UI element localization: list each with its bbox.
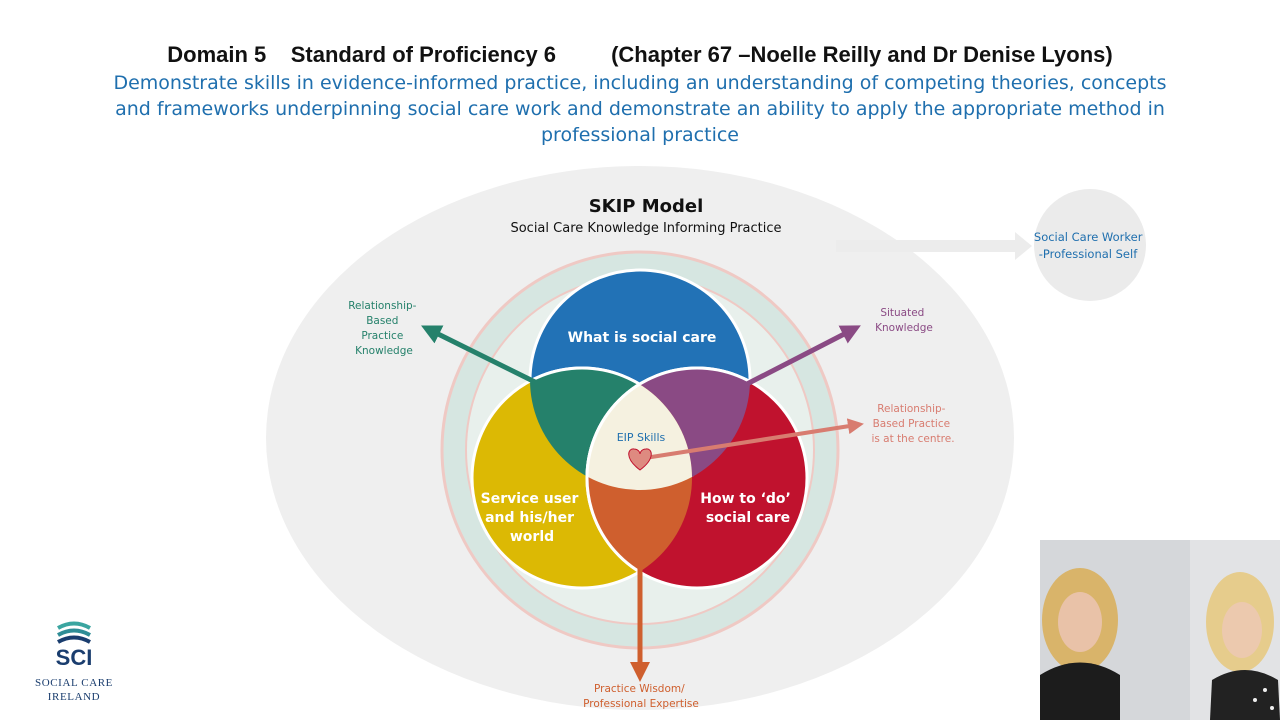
center-label: EIP Skills xyxy=(617,431,666,444)
logo-initials: SCI xyxy=(55,645,93,670)
professional-self-arrow-shaft xyxy=(836,240,1022,252)
annotation-line: Professional Expertise xyxy=(583,698,699,710)
arrow-relationship-knowledge xyxy=(421,325,537,385)
top-circle-label: What is social care xyxy=(568,330,717,346)
subtitle-line: Demonstrate skills in evidence-informed … xyxy=(113,72,1167,94)
right-label-line: How to ‘do’ xyxy=(700,491,791,507)
standard-label: Standard of Proficiency 6 xyxy=(290,42,557,67)
left-circle-label: Service user and his/her world xyxy=(481,491,584,545)
slide-subtitle: Demonstrate skills in evidence-informed … xyxy=(90,70,1190,148)
annotation-line: Relationship- xyxy=(877,403,945,415)
annotation-line: Relationship- xyxy=(348,300,416,312)
left-label-line: and his/her xyxy=(485,510,574,526)
professional-self-label: Social Care Worker -Professional Self xyxy=(1034,230,1146,261)
left-label-line: Service user xyxy=(481,491,579,507)
annotation-line: Practice Wisdom/ xyxy=(594,683,685,695)
heart-icon xyxy=(628,448,652,471)
left-label-line: world xyxy=(510,529,554,545)
annotation-line: Based xyxy=(366,315,398,327)
relationship-knowledge-label: Relationship- Based Practice Knowledge xyxy=(348,300,420,357)
annotation-line: Situated xyxy=(880,307,924,319)
annotation-line: -Professional Self xyxy=(1039,247,1138,261)
annotation-line: Practice xyxy=(361,330,403,342)
chapter-label: (Chapter 67 –Noelle Reilly and Dr Denise… xyxy=(611,42,1113,67)
subtitle-line: and frameworks underpinning social care … xyxy=(115,98,1165,120)
practice-wisdom-label: Practice Wisdom/ Professional Expertise xyxy=(583,683,699,710)
domain-label: Domain 5 xyxy=(167,42,267,67)
relationship-centre-label: Relationship- Based Practice is at the c… xyxy=(871,403,954,445)
right-circle-label: How to ‘do’ social care xyxy=(700,491,795,526)
slide-title: Domain 5 Standard of Proficiency 6 (Chap… xyxy=(0,40,1280,70)
diagram-subtitle: Social Care Knowledge Informing Practice xyxy=(510,221,781,236)
subtitle-line: professional practice xyxy=(541,124,739,146)
arrow-situated-knowledge xyxy=(743,325,861,388)
right-label-line: social care xyxy=(706,510,790,526)
presenters-video[interactable] xyxy=(1040,540,1280,720)
annotation-line: is at the centre. xyxy=(871,433,954,445)
social-care-ireland-logo: SCI SOCIAL CARE IRELAND xyxy=(12,608,136,712)
wave-icon xyxy=(57,621,91,644)
situated-knowledge-label: Situated Knowledge xyxy=(875,307,933,334)
professional-self-arrow-head xyxy=(1015,232,1032,260)
annotation-line: Based Practice xyxy=(873,418,951,430)
diagram-title: SKIP Model xyxy=(589,196,704,217)
professional-self-circle xyxy=(1034,189,1146,301)
annotation-line: Knowledge xyxy=(875,322,933,334)
arrow-relationship-centre xyxy=(644,418,864,460)
annotation-line: Social Care Worker xyxy=(1034,230,1143,244)
slide-header: Domain 5 Standard of Proficiency 6 (Chap… xyxy=(0,40,1280,148)
presenters-video-icon xyxy=(1040,540,1280,720)
annotation-line: Knowledge xyxy=(355,345,413,357)
logo-name: SOCIAL CARE IRELAND xyxy=(34,677,113,703)
